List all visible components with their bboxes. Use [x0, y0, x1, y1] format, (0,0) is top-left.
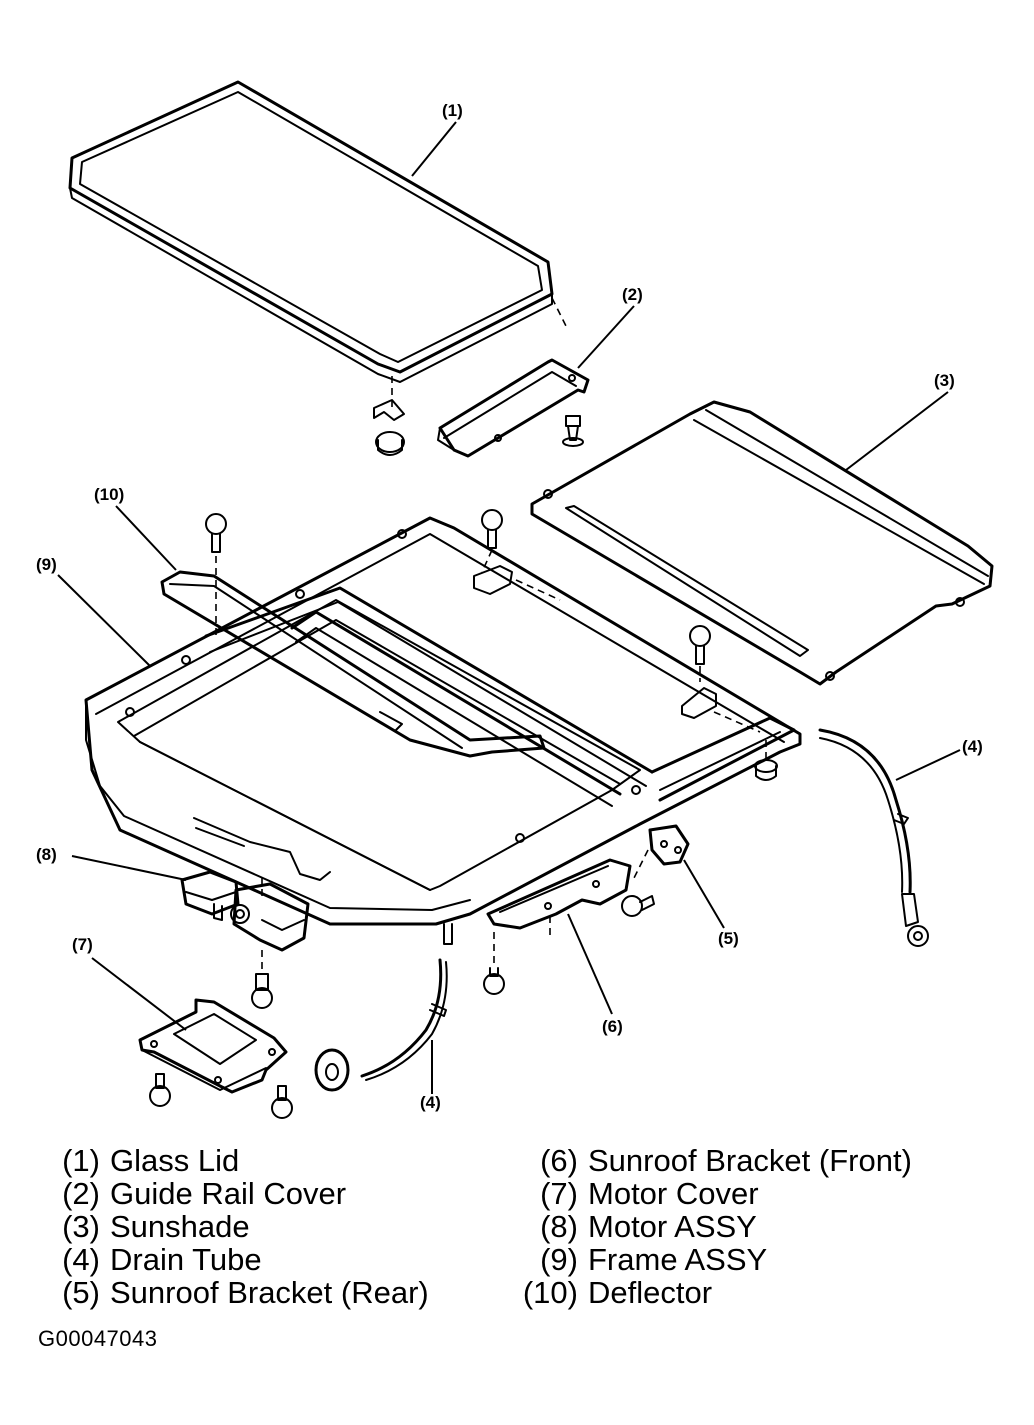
legend-number: (3) [62, 1209, 100, 1244]
legend-number: (1) [62, 1143, 100, 1178]
legend-item: (3) Sunshade [52, 1210, 250, 1244]
callout-4-rear: (4) [962, 737, 983, 756]
rail-stop-bracket [473, 565, 761, 733]
legend-label: Sunshade [110, 1209, 250, 1244]
sunroof-bracket-rear [631, 824, 690, 883]
guide-rail-cover [437, 358, 590, 458]
legend-item: (5) Sunroof Bracket (Rear) [52, 1276, 429, 1310]
legend-item: (1) Glass Lid [52, 1144, 239, 1178]
drain-tube-rear [818, 728, 929, 947]
motor-assy [180, 870, 310, 972]
motor-screw [251, 973, 273, 1009]
callout-2: (2) [622, 285, 643, 304]
figure-id: G00047043 [38, 1326, 158, 1351]
legend-item: (2) Guide Rail Cover [52, 1177, 346, 1211]
legend-item: (8) Motor ASSY [520, 1210, 757, 1244]
callout-8: (8) [36, 845, 57, 864]
legend-label: Glass Lid [110, 1143, 240, 1178]
legend-label: Guide Rail Cover [110, 1176, 347, 1211]
glass-lid-clip [373, 399, 405, 456]
callout-6: (6) [602, 1017, 623, 1036]
callout-leaders [57, 121, 961, 1094]
frame-screw [205, 509, 711, 682]
callout-5: (5) [718, 929, 739, 948]
legend-number: (4) [62, 1242, 100, 1277]
legend-label: Drain Tube [110, 1242, 262, 1277]
callout-10: (10) [94, 485, 124, 504]
drain-tube-front [314, 958, 448, 1092]
glass-lid [68, 80, 567, 412]
sunroof-bracket-front [486, 858, 632, 966]
legend-number: (2) [62, 1176, 100, 1211]
motor-cover-screws [149, 1073, 293, 1119]
deflector [160, 570, 546, 758]
legend-item: (7) Motor Cover [520, 1176, 759, 1211]
legend-number: (8) [540, 1209, 578, 1244]
legend-item: (10) Deflector [520, 1276, 712, 1310]
legend-number: (5) [62, 1275, 100, 1310]
legend-label: Deflector [588, 1275, 713, 1310]
callout-9: (9) [36, 555, 57, 574]
guide-rail-screw [562, 415, 584, 447]
frame-assy [84, 516, 802, 945]
legend-number: (7) [540, 1176, 578, 1211]
sunroof-exploded-diagram: (1) (2) (3) (4) (5) (6) (7) (8) (9) (10)… [36, 80, 994, 1119]
legend-label: Motor Cover [588, 1176, 759, 1211]
callout-4-front: (4) [420, 1093, 441, 1112]
callout-3: (3) [934, 371, 955, 390]
legend-label: Frame ASSY [588, 1242, 768, 1277]
callout-1: (1) [442, 101, 463, 120]
legend-label: Motor ASSY [588, 1209, 757, 1244]
legend-number: (9) [540, 1242, 578, 1277]
legend-item: (9) Frame ASSY [520, 1243, 767, 1277]
parts-legend: (1) Glass Lid (2) Guide Rail Cover (3) Suns… [0, 1140, 1034, 1340]
motor-cover [138, 998, 288, 1094]
legend-item: (4) Drain Tube [52, 1243, 262, 1277]
legend-item: (6) Sunroof Bracket (Front) [520, 1144, 912, 1178]
sunshade [530, 400, 994, 686]
legend-label: Sunroof Bracket (Rear) [110, 1275, 429, 1310]
callout-7: (7) [72, 935, 93, 954]
bracket-screws [483, 895, 655, 995]
legend-number: (6) [540, 1143, 578, 1178]
legend-number: (10) [522, 1275, 578, 1310]
legend-label: Sunroof Bracket (Front) [588, 1143, 912, 1178]
